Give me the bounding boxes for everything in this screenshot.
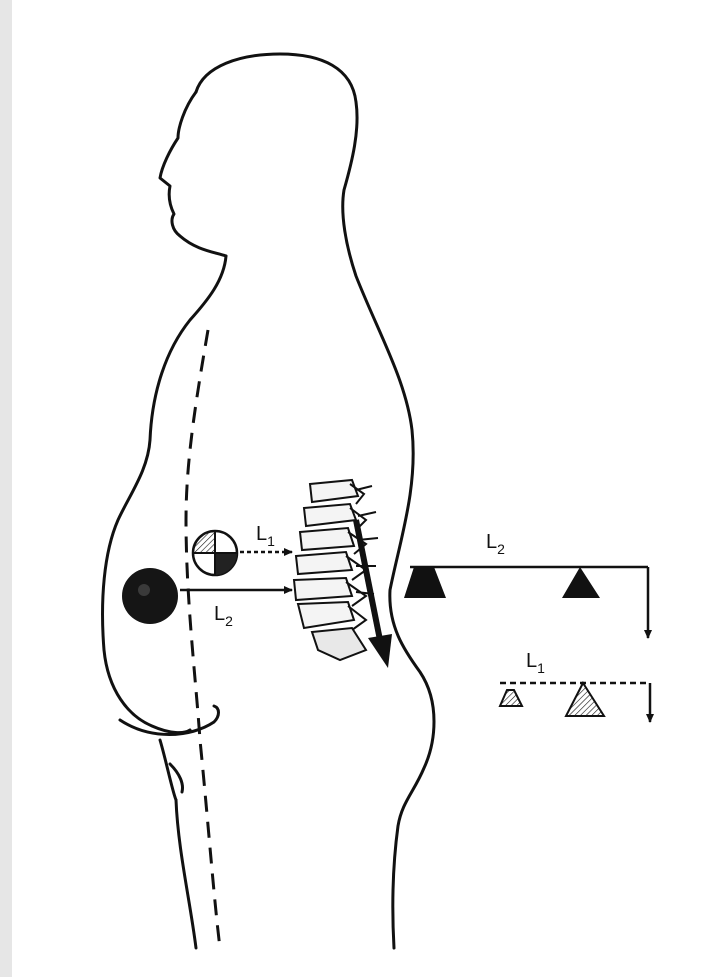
gravity-line	[186, 330, 220, 948]
lever-l1	[500, 683, 650, 722]
l1-lever-label: L1	[526, 650, 545, 676]
center-of-gravity-symbol	[193, 531, 237, 575]
fulcrum-l2	[562, 567, 600, 598]
load-weight-l2	[404, 567, 446, 598]
lever-l2	[404, 567, 648, 638]
fulcrum-l1	[566, 683, 604, 716]
body-outline	[103, 54, 434, 948]
l2-lever-label: L2	[486, 531, 505, 557]
l1-body-label: L1	[256, 523, 275, 549]
l2-body-label: L2	[214, 603, 233, 629]
abdominal-mass	[122, 568, 178, 624]
load-weight-l1	[500, 690, 522, 706]
